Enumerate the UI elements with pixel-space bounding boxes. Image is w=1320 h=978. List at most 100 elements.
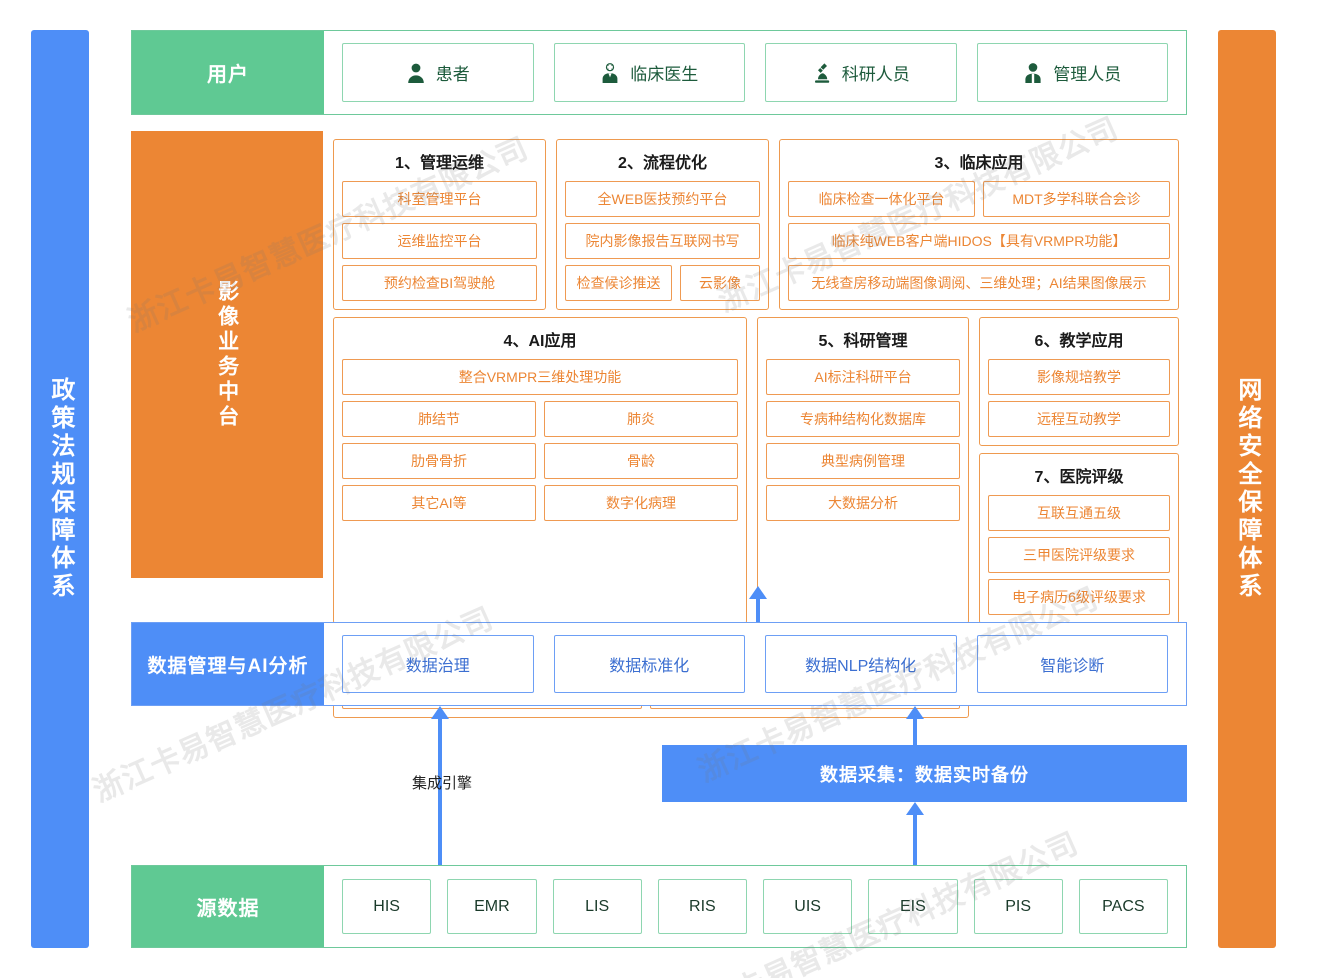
group-row: 影像规培教学 (988, 359, 1170, 395)
user-card-administrator-label: 管理人员 (1053, 65, 1122, 84)
pillar-policy-regulation: 政策法规保障体系 (31, 30, 89, 948)
arrow-shaft (913, 717, 917, 746)
platform-cell[interactable]: 科室管理平台 (342, 181, 537, 217)
platform-cell[interactable]: 骨龄 (544, 443, 738, 479)
platform-cell[interactable]: 远程互动教学 (988, 401, 1170, 437)
users-row: 患者 临床医生 (324, 31, 1186, 114)
platform-cell[interactable]: 肺炎 (544, 401, 738, 437)
group-process-optimization: 2、流程优化 全WEB医技预约平台 院内影像报告互联网书写 检查候诊推送 云影像 (556, 139, 769, 310)
platform-cell[interactable]: 互联互通五级 (988, 495, 1170, 531)
doctor-icon (600, 62, 620, 84)
data-cell-diagnosis[interactable]: 智能诊断 (976, 635, 1168, 693)
platform-cell[interactable]: 专病种结构化数据库 (766, 401, 960, 437)
platform-cell[interactable]: 临床纯WEB客户端HIDOS【具有VRMPR功能】 (788, 223, 1170, 259)
group-row: AI标注科研平台 (766, 359, 960, 395)
source-cell-ris[interactable]: RIS (657, 879, 747, 934)
arrow-head-icon (906, 802, 924, 815)
integration-engine-label: 集成引擎 (411, 775, 472, 792)
group-row: 检查候诊推送 云影像 (565, 265, 760, 301)
group-row: 典型病例管理 (766, 443, 960, 479)
platform-cell[interactable]: 大数据分析 (766, 485, 960, 521)
user-card-clinician-label: 临床医生 (630, 65, 699, 84)
arrow-data-to-platform (748, 586, 768, 622)
group-teaching-application: 6、教学应用 影像规培教学 远程互动教学 (979, 317, 1179, 446)
platform-cell[interactable]: 影像规培教学 (988, 359, 1170, 395)
platform-cell[interactable]: 肋骨骨折 (342, 443, 536, 479)
platform-cell[interactable]: 三甲医院评级要求 (988, 537, 1170, 573)
group-ai-application: 4、AI应用 整合VRMPR三维处理功能 肺结节 肺炎 肋骨骨折 骨龄 其它AI… (333, 317, 747, 624)
user-card-clinician[interactable]: 临床医生 (553, 43, 745, 102)
platform-row-top: 1、管理运维 科室管理平台 运维监控平台 预约检查BI驾驶舱 2、流程优化 全W… (333, 139, 1179, 310)
platform-cell[interactable]: 肺结节 (342, 401, 536, 437)
group-row: 肺结节 肺炎 (342, 401, 738, 437)
band-data-management: 数据管理与AI分析 数据治理 数据标准化 数据NLP结构化 智能诊断 (131, 622, 1187, 706)
platform-cell[interactable]: 电子病历6级评级要求 (988, 579, 1170, 615)
patient-icon (406, 62, 426, 84)
data-cell-standardization[interactable]: 数据标准化 (553, 635, 745, 693)
user-card-patient[interactable]: 患者 (342, 43, 534, 102)
group-row: 其它AI等 数字化病理 (342, 485, 738, 521)
platform-cell[interactable]: 检查候诊推送 (565, 265, 672, 301)
group-row: 三甲医院评级要求 (988, 537, 1170, 573)
source-cell-emr[interactable]: EMR (447, 879, 537, 934)
group-title: 1、管理运维 (395, 155, 484, 172)
user-card-researcher-label: 科研人员 (841, 65, 910, 84)
band-source-data: 源数据 HIS EMR LIS RIS UIS EIS PIS PACS (131, 865, 1187, 948)
band-source-label: 源数据 (132, 866, 324, 947)
source-cell-his[interactable]: HIS (342, 879, 432, 934)
platform-cell[interactable]: 运维监控平台 (342, 223, 537, 259)
source-cell-eis[interactable]: EIS (868, 879, 958, 934)
arrow-acquisition-to-data (905, 706, 925, 746)
arrow-head-icon (431, 706, 449, 719)
group-row: 运维监控平台 (342, 223, 537, 259)
arrow-source-to-acquisition (905, 802, 925, 865)
user-card-administrator[interactable]: 管理人员 (976, 43, 1168, 102)
group-research-management: 5、科研管理 AI标注科研平台 专病种结构化数据库 典型病例管理 大数据分析 (757, 317, 969, 624)
group-title: 5、科研管理 (818, 333, 908, 350)
band-data-label: 数据管理与AI分析 (132, 623, 324, 705)
band-platform-label: 影像业务中台 (131, 131, 323, 578)
platform-cell[interactable]: 全WEB医技预约平台 (565, 181, 760, 217)
group-title: 4、AI应用 (503, 333, 577, 350)
platform-cell[interactable]: MDT多学科联合会诊 (983, 181, 1170, 217)
platform-cell[interactable]: 云影像 (680, 265, 760, 301)
group-row: 肋骨骨折 骨龄 (342, 443, 738, 479)
user-card-researcher[interactable]: 科研人员 (765, 43, 957, 102)
band-users-body: 患者 临床医生 (324, 31, 1186, 114)
data-cell-governance[interactable]: 数据治理 (342, 635, 534, 693)
platform-cell[interactable]: 预约检查BI驾驶舱 (342, 265, 537, 301)
group-row: 电子病历6级评级要求 (988, 579, 1170, 615)
platform-cell[interactable]: AI标注科研平台 (766, 359, 960, 395)
group-hospital-rating: 7、医院评级 互联互通五级 三甲医院评级要求 电子病历6级评级要求 (979, 453, 1179, 624)
platform-cell[interactable]: 典型病例管理 (766, 443, 960, 479)
band-users: 用户 患者 (131, 30, 1187, 115)
data-cell-nlp[interactable]: 数据NLP结构化 (765, 635, 957, 693)
group-row: 远程互动教学 (988, 401, 1170, 437)
data-acquisition-box: 数据采集：数据实时备份 (662, 745, 1187, 802)
platform-cell[interactable]: 无线查房移动端图像调阅、三维处理；AI结果图像展示 (788, 265, 1170, 301)
group-title: 7、医院评级 (1034, 469, 1124, 486)
group-row: 院内影像报告互联网书写 (565, 223, 760, 259)
arrow-head-icon (749, 586, 767, 599)
source-cell-pis[interactable]: PIS (973, 879, 1063, 934)
group-row: 专病种结构化数据库 (766, 401, 960, 437)
source-cell-uis[interactable]: UIS (763, 879, 853, 934)
group-row: 临床纯WEB客户端HIDOS【具有VRMPR功能】 (788, 223, 1170, 259)
group-title: 6、教学应用 (1034, 333, 1124, 350)
source-cell-pacs[interactable]: PACS (1078, 879, 1168, 934)
administrator-icon (1023, 62, 1043, 84)
platform-cell[interactable]: 院内影像报告互联网书写 (565, 223, 760, 259)
user-card-patient-label: 患者 (435, 65, 470, 84)
source-cell-lis[interactable]: LIS (552, 879, 642, 934)
group-row: 科室管理平台 (342, 181, 537, 217)
platform-cell[interactable]: 临床检查一体化平台 (788, 181, 975, 217)
platform-cell[interactable]: 数字化病理 (544, 485, 738, 521)
group-row: 无线查房移动端图像调阅、三维处理；AI结果图像展示 (788, 265, 1170, 301)
group-clinical-application: 3、临床应用 临床检查一体化平台 MDT多学科联合会诊 临床纯WEB客户端HID… (779, 139, 1179, 310)
platform-cell[interactable]: 其它AI等 (342, 485, 536, 521)
data-row: 数据治理 数据标准化 数据NLP结构化 智能诊断 (324, 623, 1186, 705)
microscope-icon (812, 62, 832, 84)
group-row: 大数据分析 (766, 485, 960, 521)
platform-cell[interactable]: 整合VRMPR三维处理功能 (342, 359, 738, 395)
